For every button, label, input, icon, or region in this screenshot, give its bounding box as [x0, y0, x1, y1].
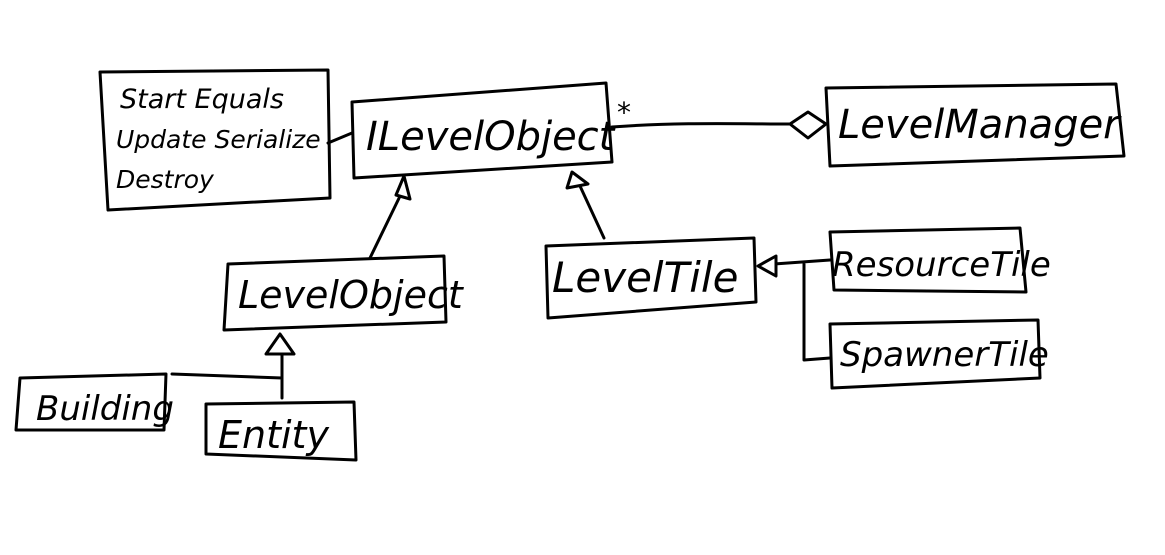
multiplicity-label: * — [617, 96, 631, 129]
class-entity: Entity — [204, 400, 358, 462]
class-spawnertile: SpawnerTile — [828, 318, 1049, 390]
class-entity-label: Entity — [218, 413, 329, 457]
class-building-label: Building — [36, 389, 174, 429]
class-leveltile-label: LevelTile — [552, 253, 738, 302]
class-levelobject-label: LevelObject — [238, 273, 465, 317]
inherit-leveltile-arrowhead — [565, 170, 590, 190]
note-link — [326, 131, 354, 145]
aggregation-diamond — [788, 110, 828, 140]
class-resourcetile: ResourceTile — [828, 226, 1051, 294]
class-ilevelobject: ILevelObject — [350, 81, 616, 180]
class-spawnertile-label: SpawnerTile — [840, 335, 1049, 375]
inherit-leveltile-children-arrowhead — [756, 254, 778, 278]
inherit-levelobject-arrowhead — [394, 174, 412, 201]
class-building: Building — [14, 372, 174, 432]
class-resourcetile-label: ResourceTile — [832, 245, 1051, 285]
methods-note: Start Equals Update Serialize Destroy — [98, 68, 332, 212]
inherit-levelobject-children-line — [170, 352, 284, 400]
methods-note-line-1: Start Equals — [120, 84, 284, 115]
class-levelmanager: LevelManager — [824, 82, 1126, 168]
inherit-levelobject-line — [368, 190, 404, 260]
class-ilevelobject-label: ILevelObject — [366, 114, 616, 160]
inherit-leveltile-line — [578, 184, 606, 240]
aggregation-link — [610, 122, 792, 129]
methods-note-line-2: Update Serialize — [116, 125, 321, 154]
class-leveltile: LevelTile — [544, 236, 758, 320]
inherit-leveltile-children-line — [772, 258, 832, 362]
class-levelobject: LevelObject — [222, 254, 465, 332]
inherit-levelobject-children-arrowhead — [264, 332, 296, 356]
methods-note-line-3: Destroy — [116, 165, 215, 194]
class-levelmanager-label: LevelManager — [838, 102, 1122, 148]
